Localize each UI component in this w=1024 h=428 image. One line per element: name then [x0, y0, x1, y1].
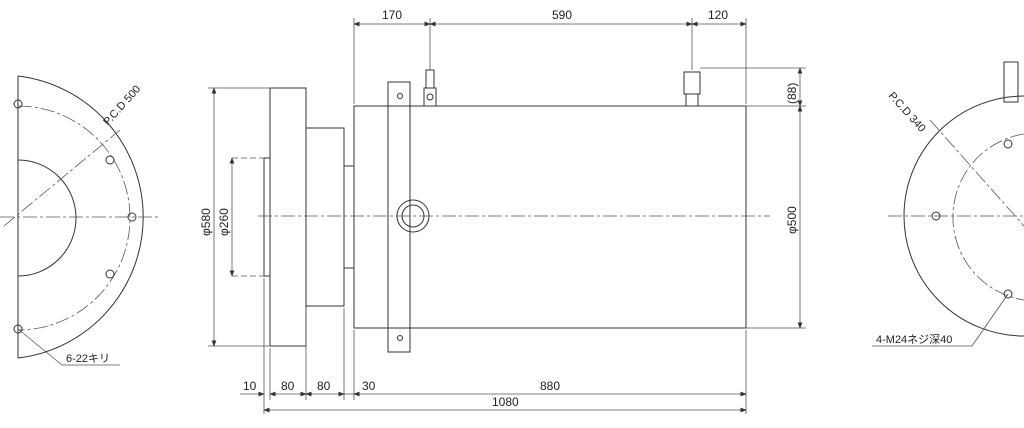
bracket-plate [387, 81, 411, 353]
right-vertical-dimensions: (88) φ500 [700, 67, 806, 329]
left-hole-2 [105, 155, 115, 165]
bottom-dimensions: 10 80 80 30 880 1080 [240, 278, 747, 414]
right-hole-3 [1003, 289, 1013, 299]
left-hole-1 [13, 99, 23, 109]
left-vertical-dimensions: φ580 φ260 [199, 87, 270, 347]
dim-170: 170 [382, 8, 402, 22]
right-view-fitting [1003, 61, 1019, 103]
dim-120: 120 [708, 8, 728, 22]
left-bore [17, 159, 77, 277]
left-hole-4 [105, 269, 115, 279]
left-holes-label: 6-22キリ [66, 353, 110, 365]
left-pcd-circle [17, 105, 131, 331]
right-hole-1 [931, 211, 941, 221]
right-threads-label: 4-M24ネジ深40 [876, 333, 952, 346]
right-end-view: P.C.D 340 4-M24ネジ深40 [872, 61, 1024, 347]
flange-spigot [263, 157, 271, 277]
right-flange-outline [903, 95, 1024, 337]
top-dimensions: 170 590 120 [353, 8, 747, 104]
neck [343, 165, 355, 269]
dim-590: 590 [552, 8, 572, 22]
cylinder-body [353, 105, 747, 329]
side-view [232, 69, 770, 353]
left-fitting [423, 87, 437, 107]
right-pcd-label: P.C.D 340 [886, 90, 928, 135]
flange [269, 87, 307, 347]
dim-1080: 1080 [492, 395, 519, 409]
left-pcd-leader-line [3, 129, 121, 227]
dim-80a: 80 [281, 379, 295, 393]
right-pcd-circle [952, 133, 1024, 301]
dim-80b: 80 [317, 379, 331, 393]
dim-30: 30 [362, 379, 376, 393]
left-end-view: P.C.D 500 6-22キリ [0, 75, 158, 366]
dim-phi500: φ500 [785, 206, 799, 234]
hub [305, 127, 345, 307]
right-pcd-leader-line [929, 119, 1024, 227]
right-hole-2 [1003, 139, 1013, 149]
left-pcd-label: P.C.D 500 [101, 83, 143, 128]
dim-88: (88) [785, 83, 799, 104]
dim-10: 10 [243, 379, 257, 393]
dim-880: 880 [540, 379, 560, 393]
right-fitting [683, 71, 701, 95]
left-hole-3 [127, 212, 137, 222]
dim-phi580: φ580 [199, 208, 213, 236]
dim-phi260: φ260 [217, 208, 231, 236]
left-hole-5 [13, 324, 23, 334]
